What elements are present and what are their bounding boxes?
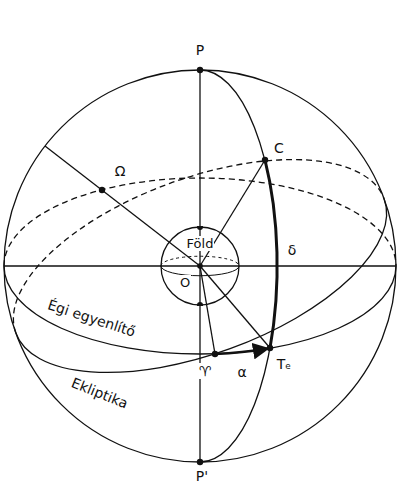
equinox-dot [212,351,218,357]
earth-pole-dot [197,226,203,230]
earth-circle: FöldO [160,226,240,306]
earth-pole-dot [197,302,203,306]
foot-dot [267,345,273,351]
point-label: δ [287,242,298,258]
equator-back [4,178,396,266]
point-label: α [236,364,247,380]
earth-equator-front [161,266,239,276]
declination-arc [265,160,277,348]
earth-equator-back [161,256,239,266]
point-label: P [195,42,205,58]
point-label: P' [195,468,209,484]
radius-to-equinox [200,266,215,354]
right-ascension-arrow [215,349,268,355]
earth-name: Föld [186,236,215,251]
circle-name: Égi egyenlítő [45,296,139,340]
point-label: Tₑ [276,356,292,372]
radius-to-foot [200,266,270,348]
north-pole-dot [197,67,203,73]
center-letter: O [179,275,191,290]
point-label: ♈ [198,363,213,379]
point-label: Ω [114,163,127,179]
center-dot [197,263,203,269]
equator-front [4,266,396,354]
south-pole-dot [197,459,203,465]
celestial-sphere-outline [4,70,396,462]
ecliptic-front [16,199,401,416]
point-label: C [273,140,285,156]
earth-circle-outline [161,227,239,305]
radius-to-node [45,146,200,266]
node-dot [99,187,105,193]
circle-name: Ekliptika [69,374,132,412]
star-dot [262,157,268,163]
